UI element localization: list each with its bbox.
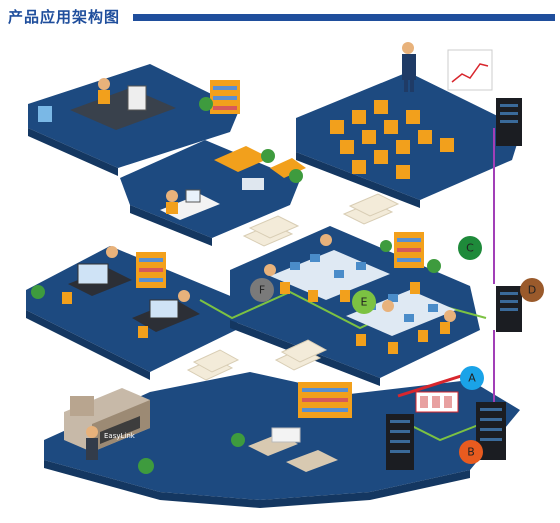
receptionist-icon [86,426,98,438]
reception-sign: EasyLink [104,432,136,440]
server-racks [386,98,522,470]
ground-floor-furniture: EasyLink [64,382,352,474]
coffee-table-icon [242,178,264,190]
marker-c-circle [458,236,482,260]
plant-icon [199,97,213,111]
person-icon [106,246,118,258]
marker-b-circle [459,440,483,464]
open-office-furniture [264,232,456,354]
presenter-icon [402,42,414,54]
server-rack-training [496,98,522,146]
marker-a[interactable]: A [460,366,484,390]
marker-f-circle [250,278,274,302]
monitor-icon [127,85,147,111]
server-rack-office [496,286,522,332]
marker-e-label: E [361,296,368,309]
person-icon [320,234,332,246]
marker-e[interactable]: E [352,290,376,314]
marker-c-label: C [466,242,474,255]
plant-icon [261,149,275,163]
marker-a-circle [460,366,484,390]
person-icon [264,264,276,276]
marker-b[interactable]: B [459,440,483,464]
lounge-furniture [160,146,306,220]
server-rack-left [386,414,414,470]
dev-room-furniture [31,246,200,338]
coffee-table-icon [271,427,301,443]
plant-icon [427,259,441,273]
markers: A B C D E F [250,236,544,464]
marker-d[interactable]: D [520,278,544,302]
monitor-icon [149,299,179,319]
chair-rows-icon [330,100,454,179]
marker-d-circle [520,278,544,302]
water-dispenser-icon [38,106,52,122]
marker-f-label: F [259,284,265,297]
header: 产品应用架构图 [0,0,560,34]
presentation-board-icon [447,49,493,91]
marker-e-circle [352,290,376,314]
stairs [186,193,400,381]
person-icon [444,310,456,322]
person-icon [178,290,190,302]
monitor-icon [77,263,109,285]
plant-icon [231,433,245,447]
plant-icon [31,285,45,299]
training-room-furniture [330,42,493,179]
plant-icon [138,458,154,474]
person-icon [98,78,110,90]
platform-training-room [296,72,522,200]
laptop-icon [185,189,201,203]
sofa-icon [214,146,270,172]
title-underline-bar [133,14,555,21]
marker-c[interactable]: C [458,236,482,260]
marker-a-label: A [468,372,476,385]
marker-b-label: B [467,446,475,459]
platform-dev-room [26,246,240,372]
desk-cluster-icon [346,290,456,336]
manager-office-furniture [38,78,240,130]
person-icon [382,300,394,312]
network-panel [415,391,459,413]
person-icon [166,190,178,202]
page-title: 产品应用架构图 [8,8,121,26]
marker-d-label: D [528,284,536,297]
marker-f[interactable]: F [250,278,274,302]
